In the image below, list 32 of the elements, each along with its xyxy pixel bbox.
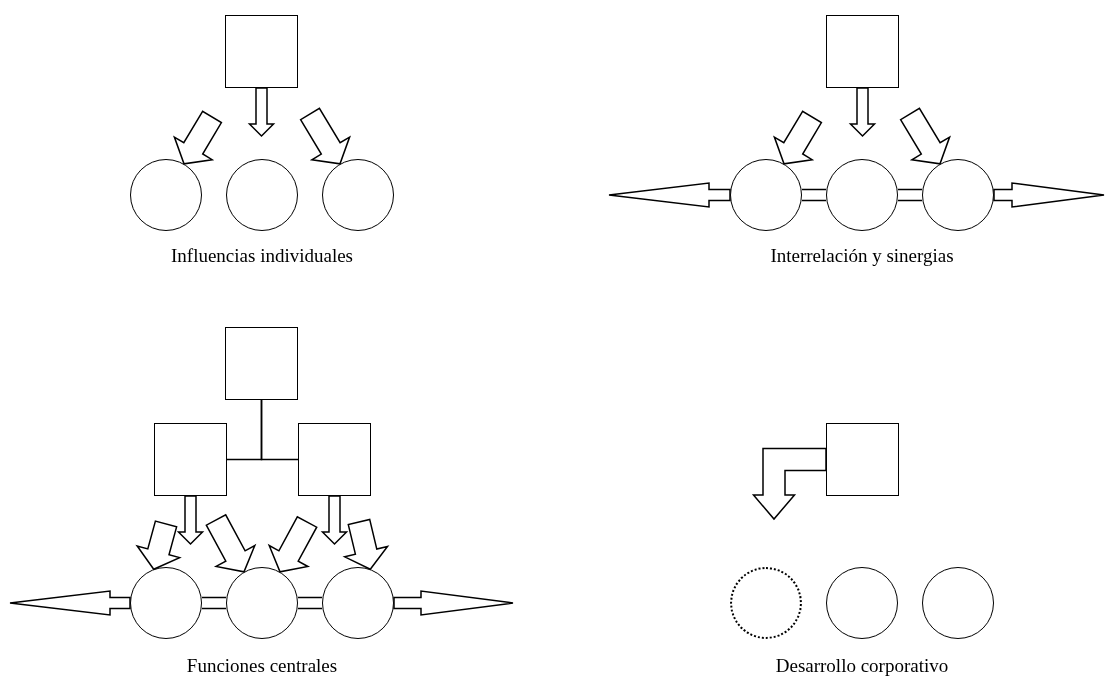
connector-line (260, 399, 299, 461)
block-arrow (247, 87, 276, 138)
caption: Interrelación y sinergias (770, 245, 954, 267)
square-box (225, 15, 298, 88)
block-arrow (135, 520, 182, 571)
block-arrow (205, 513, 257, 573)
block-arrow (393, 590, 514, 616)
block-arrow (176, 495, 205, 546)
double-line-connector (297, 596, 323, 610)
block-arrow (608, 182, 731, 208)
block-arrow (848, 87, 877, 138)
caption: Funciones centrales (186, 655, 338, 677)
block-arrow (899, 107, 951, 165)
square-box (826, 423, 899, 496)
block-arrow (342, 518, 390, 571)
block-arrow (173, 110, 223, 165)
square-box (826, 15, 899, 88)
block-arrow (9, 590, 131, 616)
caption: Desarrollo corporativo (775, 655, 949, 677)
bent-block-arrow (751, 447, 827, 521)
double-line-connector (897, 188, 923, 202)
double-line-connector (801, 188, 827, 202)
block-arrow (267, 515, 318, 573)
block-arrow (993, 182, 1105, 208)
double-line-connector (201, 596, 227, 610)
square-box (298, 423, 371, 496)
block-arrow (320, 495, 349, 546)
block-arrow (299, 107, 351, 165)
square-box (154, 423, 227, 496)
square-box (225, 327, 298, 400)
caption: Influencias individuales (171, 245, 353, 267)
block-arrow (773, 110, 823, 165)
